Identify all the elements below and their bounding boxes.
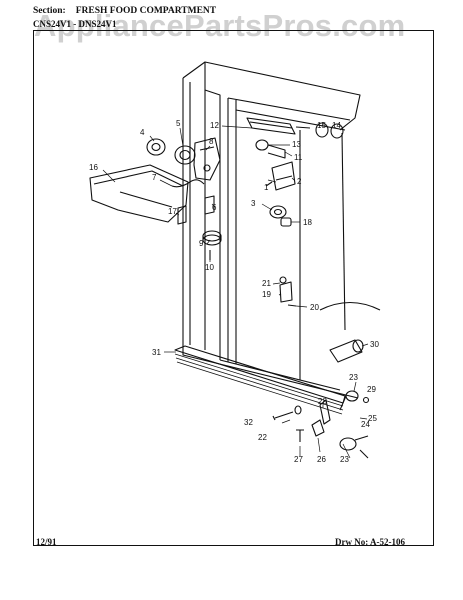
callout-labels: 1 2 3 4 5 6 7 8 9 10 11 12 13 14 15 16 1…	[89, 119, 379, 464]
callout-2: 2	[297, 177, 302, 186]
callout-13: 13	[292, 140, 301, 149]
callout-22: 22	[258, 433, 267, 442]
callout-29: 29	[367, 385, 376, 394]
callout-10: 10	[205, 263, 214, 272]
callout-20: 20	[310, 303, 319, 312]
kickplate-grille	[174, 345, 346, 415]
screws-leveler	[272, 405, 325, 442]
drawing-number: Drw No: A-52-106	[335, 537, 405, 547]
light-housing	[246, 117, 344, 159]
cabinet-outline	[182, 61, 381, 399]
callout-21: 21	[262, 279, 271, 288]
callout-23b: 23	[340, 455, 349, 464]
callout-18: 18	[303, 218, 312, 227]
model-numbers: CNS24V1 - DNS24V1	[33, 19, 117, 29]
leader-lines	[102, 125, 369, 459]
callout-27: 27	[294, 455, 303, 464]
callout-1: 1	[264, 183, 269, 192]
section-label: Section:	[33, 6, 66, 16]
callout-6: 6	[212, 203, 217, 212]
bracket-assembly	[279, 276, 297, 307]
footer-date: 12/91	[36, 537, 57, 547]
callout-14: 14	[332, 121, 341, 130]
damper-parts	[177, 195, 215, 225]
light-socket	[269, 205, 292, 227]
callout-8: 8	[209, 137, 214, 146]
diagram-frame	[33, 30, 434, 546]
callout-16: 16	[89, 163, 98, 172]
callout-19: 19	[262, 290, 271, 299]
callout-9: 9	[199, 239, 204, 248]
capillary-tube	[171, 179, 205, 188]
callout-5: 5	[176, 119, 181, 128]
knob-assembly	[202, 230, 222, 260]
callout-15: 15	[317, 121, 326, 130]
callout-7: 7	[152, 173, 157, 182]
callout-25: 25	[368, 414, 377, 423]
watermark: AppliancePartsPros.com	[34, 8, 406, 43]
callout-28: 28	[318, 397, 327, 406]
callout-17: 17	[168, 207, 177, 216]
section-title: FRESH FOOD COMPARTMENT	[75, 6, 217, 16]
thermostat-assembly	[146, 137, 221, 181]
roller-bracket	[329, 339, 364, 363]
section-header: Section: FRESH FOOD COMPARTMENT	[33, 6, 216, 17]
callout-23: 23	[349, 373, 358, 382]
callout-11: 11	[294, 153, 303, 162]
hinge-parts	[319, 390, 370, 459]
callout-3: 3	[251, 199, 256, 208]
callout-4: 4	[140, 128, 145, 137]
callout-24: 24	[361, 420, 370, 429]
callout-30: 30	[370, 340, 379, 349]
callout-26: 26	[317, 455, 326, 464]
callout-32: 32	[244, 418, 253, 427]
callout-31: 31	[152, 348, 161, 357]
callout-12: 12	[210, 121, 219, 130]
light-switch	[265, 161, 296, 191]
